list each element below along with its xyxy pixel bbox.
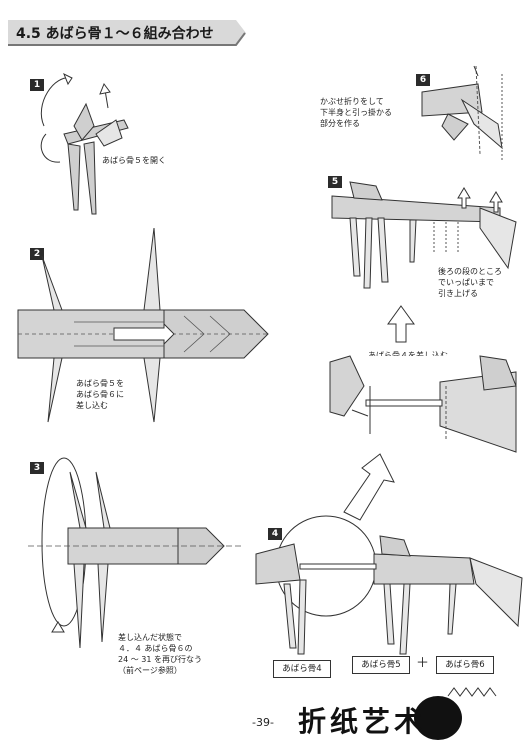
step-3-diagram: [28, 457, 242, 649]
step-4-diagram: [255, 515, 523, 655]
step-5-note: 後ろの段のところ でいっぱいまで 引き上げる: [438, 267, 502, 298]
step-1-note: あばら骨５を開く: [102, 156, 166, 165]
step-4-inset-note: あばら骨４を差し込む: [368, 351, 448, 360]
step-6-diagram: [421, 65, 503, 160]
step-1-badge: 1: [30, 79, 44, 91]
step-3-note: 差し込んだ状態で ４．４ あばら骨６の 24 ～ 31 を再び行なう （前ページ…: [118, 633, 202, 675]
logo-decoration: [414, 687, 497, 740]
step-6-note: かぶせ折りをして 下半身と引っ掛かる 部分を作る: [320, 97, 392, 128]
zoom-arrow-icon: [343, 453, 395, 521]
step-6-badge: 6: [416, 74, 430, 86]
step-5-badge: 5: [328, 176, 342, 188]
step-3-badge: 3: [30, 462, 44, 474]
step-4-inset-diagram: [329, 355, 520, 456]
step-1-diagram: [40, 72, 129, 215]
step-2-badge: 2: [30, 248, 44, 260]
label-bone-4: あばら骨4: [273, 660, 331, 678]
label-bone-6: あばら骨6: [436, 656, 494, 674]
step-4-badge: 4: [268, 528, 282, 540]
watermark-logo: 折纸艺术: [298, 686, 526, 744]
logo-text: 折纸艺术: [298, 705, 427, 738]
header-tab-shape: [8, 20, 246, 46]
page-number: -39-: [252, 716, 274, 729]
section-header: 4.5 あばら骨１～６組み合わせ: [8, 20, 246, 46]
step-2-note: あばら骨５を あばら骨６に 差し込む: [76, 379, 124, 410]
step-2-diagram: [17, 227, 269, 423]
label-bone-5: あばら骨5: [352, 656, 410, 674]
up-arrow-icon: [387, 305, 415, 343]
plus-sign: ＋: [416, 656, 430, 671]
page-title: 4.5 あばら骨１～６組み合わせ: [16, 26, 214, 42]
step-5-diagram: [331, 181, 517, 289]
